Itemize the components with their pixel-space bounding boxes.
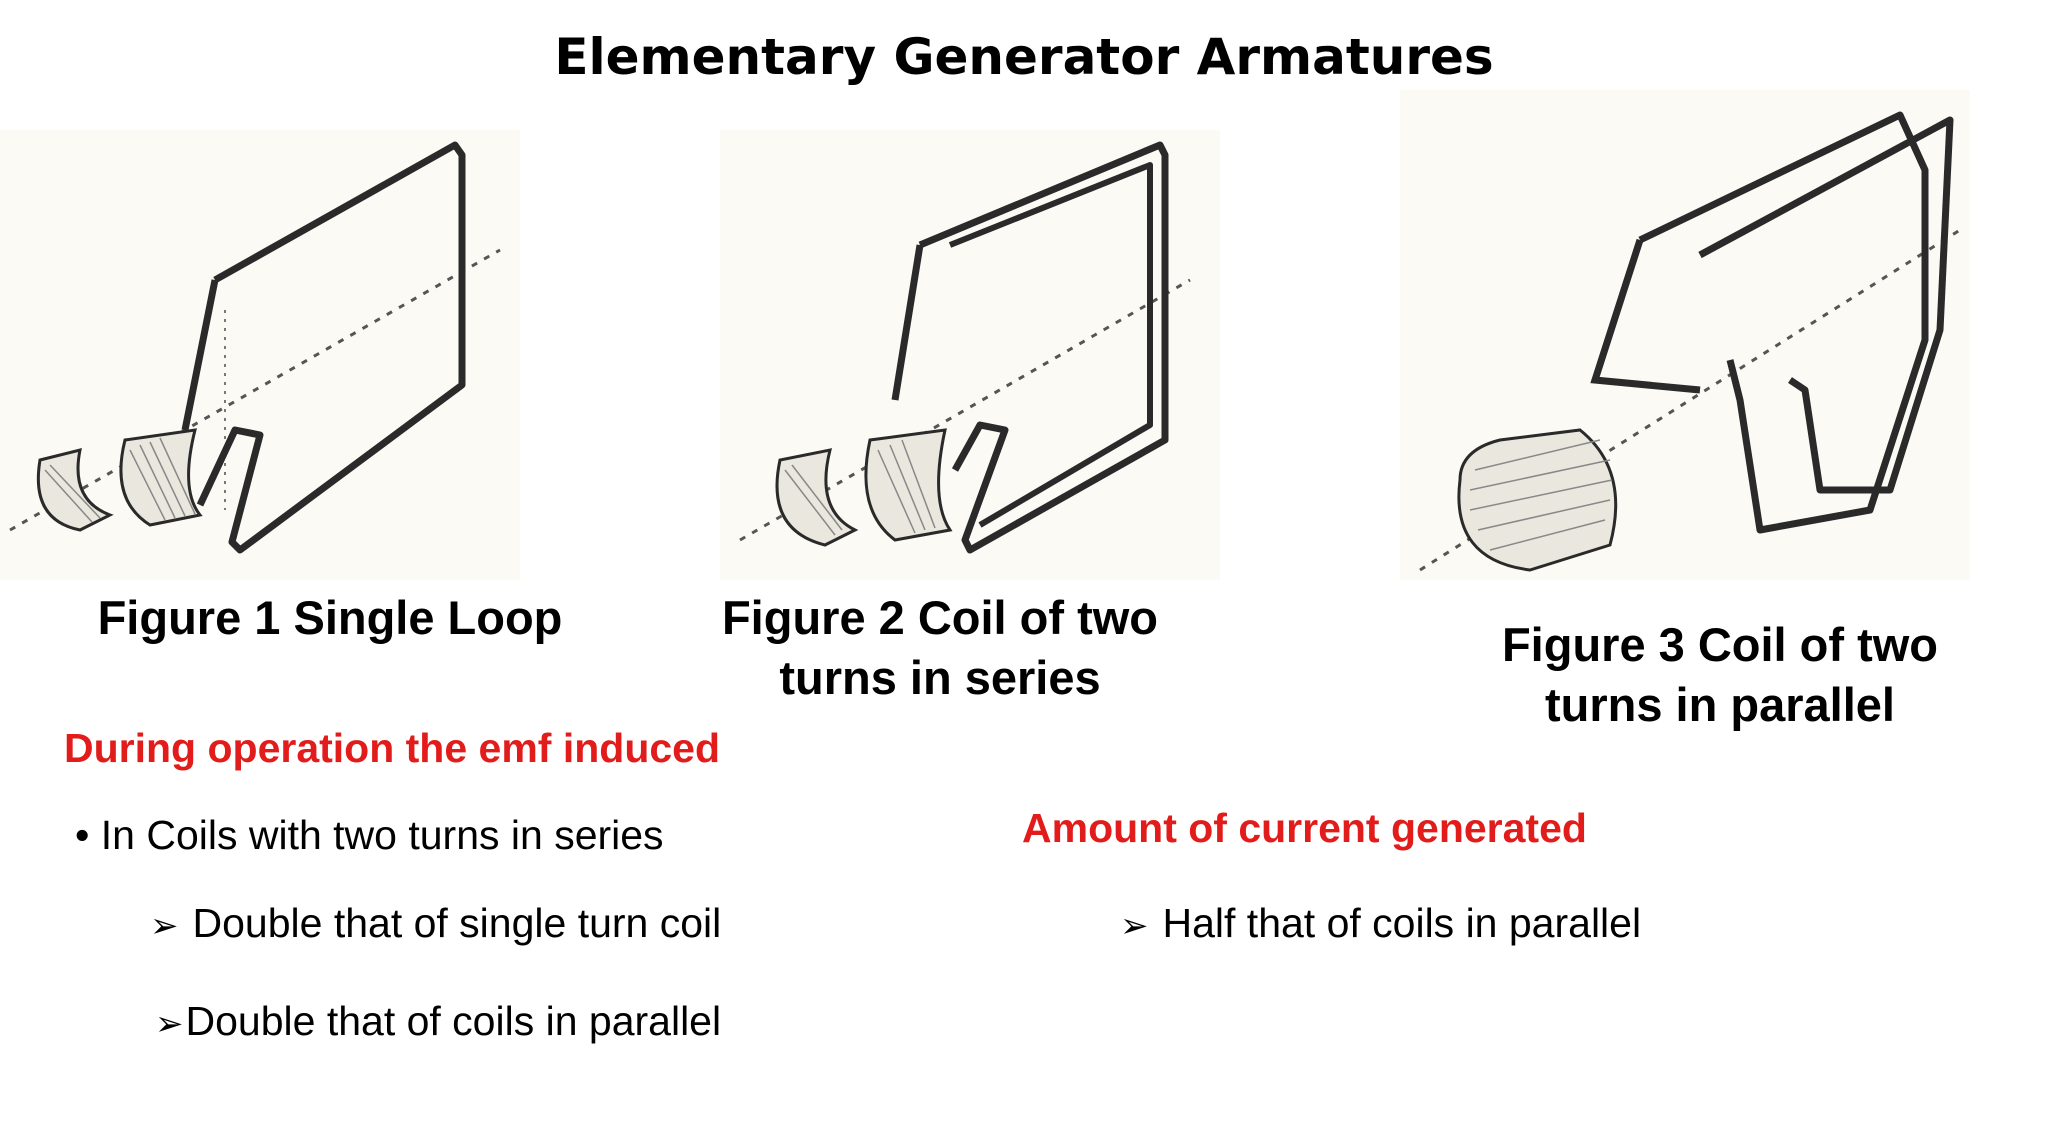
figure-2-series-coil-drawing — [720, 130, 1220, 580]
arrow-bullet-icon: ➢ — [150, 907, 179, 945]
figure-3-caption-line1: Figure 3 Coil of two — [1501, 618, 1939, 671]
emf-point-2: ➢Double that of coils in parallel — [155, 998, 721, 1045]
emf-point-1: ➢ Double that of single turn coil — [150, 900, 721, 947]
slide-title: Elementary Generator Armatures — [554, 28, 1494, 86]
emf-point-2-text: Double that of coils in parallel — [185, 998, 722, 1044]
arrow-bullet-icon: ➢ — [155, 1005, 184, 1043]
figure-2-caption-line2: turns in series — [779, 651, 1101, 704]
figure-2-caption-line1: Figure 2 Coil of two — [721, 591, 1159, 644]
current-heading: Amount of current generated — [1022, 805, 1587, 851]
current-point-1: ➢ Half that of coils in parallel — [1120, 900, 1641, 947]
figure-3-parallel-coil-drawing — [1400, 90, 1970, 580]
emf-bullet: • In Coils with two turns in series — [75, 812, 664, 858]
figure-3-caption: Figure 3 Coil of two turns in parallel — [1440, 615, 2000, 735]
emf-point-1-text: Double that of single turn coil — [192, 900, 722, 946]
figure-2-caption: Figure 2 Coil of two turns in series — [660, 588, 1220, 708]
figure-1-caption: Figure 1 Single Loop — [40, 588, 620, 648]
figure-1-single-loop-drawing — [0, 130, 520, 580]
figure-3-caption-line2: turns in parallel — [1545, 678, 1895, 731]
emf-heading: During operation the emf induced — [64, 725, 721, 771]
arrow-bullet-icon: ➢ — [1120, 907, 1149, 945]
current-point-1-text: Half that of coils in parallel — [1162, 900, 1642, 946]
figure-1-caption-line1: Figure 1 Single Loop — [97, 591, 563, 644]
